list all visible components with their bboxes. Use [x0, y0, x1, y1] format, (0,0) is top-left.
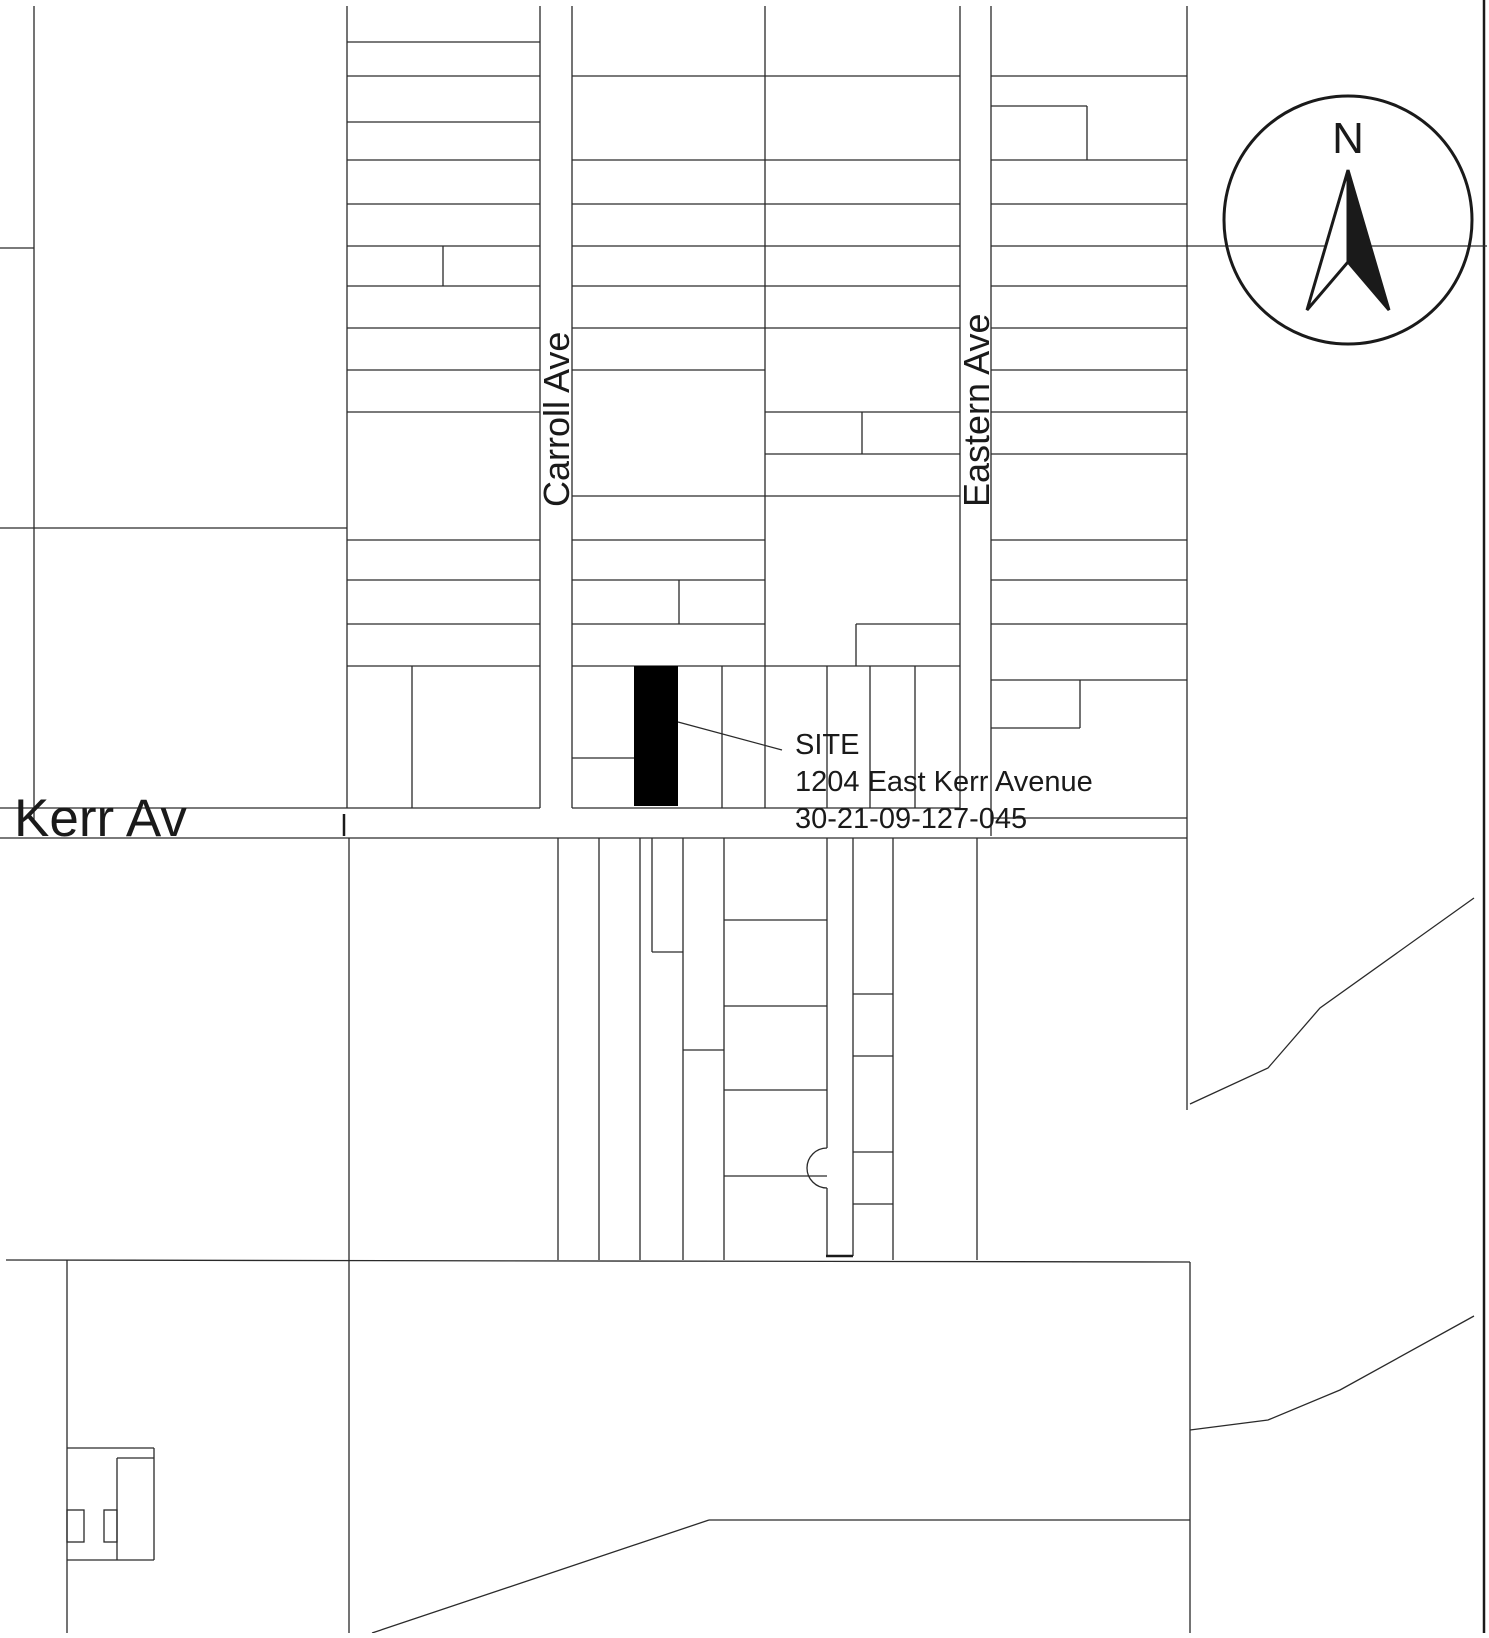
site-annotation: SITE 1204 East Kerr Avenue 30-21-09-127-… — [795, 729, 1093, 835]
site-label: SITE — [795, 729, 859, 761]
site-address: 1204 East Kerr Avenue — [795, 766, 1093, 798]
north-label: N — [1332, 114, 1364, 163]
parcel-lines — [0, 6, 1487, 1634]
north-arrow-left-half — [1305, 169, 1350, 311]
street-label-kerr: Kerr Av — [14, 789, 187, 848]
north-arrow-circle — [1222, 94, 1474, 346]
site-parcel — [634, 666, 783, 806]
site-highlight — [634, 666, 678, 806]
north-arrow-right-half — [1346, 169, 1391, 311]
north-arrow-icon: N — [1222, 94, 1474, 346]
site-parcel-id: 30-21-09-127-045 — [795, 803, 1027, 835]
street-label-eastern: Eastern Ave — [956, 314, 997, 507]
site-leader-line — [677, 721, 783, 751]
street-labels: Kerr Av Carroll Ave Eastern Ave — [14, 314, 997, 848]
street-label-carroll: Carroll Ave — [536, 332, 577, 507]
